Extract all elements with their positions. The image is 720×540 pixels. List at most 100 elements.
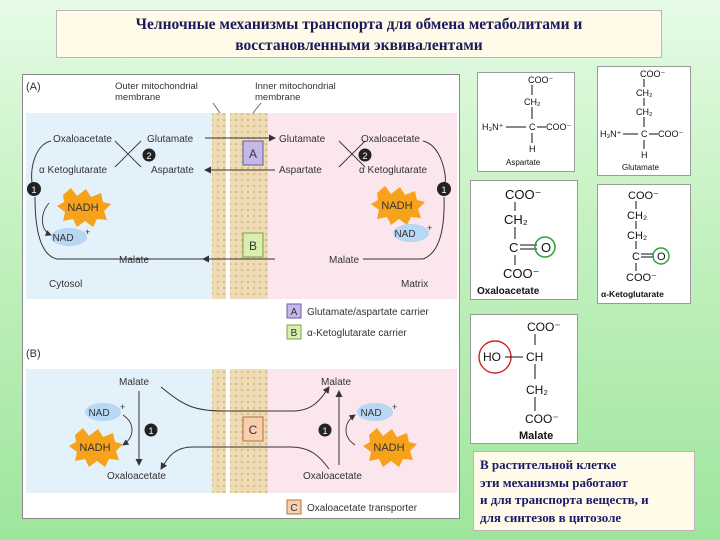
malate-left: Malate — [119, 255, 149, 266]
malate-left-b: Malate — [119, 377, 149, 388]
glutamate-ch2-a: CH₂ — [636, 88, 653, 98]
aspartate-coo-top: COO⁻ — [528, 75, 554, 85]
ketoglutarate-left: α Ketoglutarate — [39, 165, 107, 176]
aspartate-h: H — [529, 144, 536, 154]
note-line-2: эти механизмы работают — [480, 474, 628, 490]
slide-title: Челночные механизмы транспорта для обмен… — [56, 10, 662, 58]
malate-ch2: CH₂ — [526, 383, 548, 397]
step-1-marker-b-left-number: 1 — [148, 426, 153, 436]
cytosol-label: Cytosol — [49, 279, 82, 290]
inner-membrane-label-1: Inner mitochondrial — [255, 81, 336, 92]
malate-ho: HO — [483, 350, 501, 364]
malate-coo-top: COO⁻ — [527, 320, 561, 334]
panel-a-label: (A) — [26, 81, 41, 93]
ketoglutarate-right: α Ketoglutarate — [359, 165, 427, 176]
legend-b-text: α-Ketoglutarate carrier — [307, 328, 407, 339]
nadh-right: NADH — [381, 200, 412, 212]
legend-key-a-label: A — [291, 307, 298, 318]
oxaloacetate-left: Oxaloacetate — [53, 134, 112, 145]
legend-key-b-label: B — [291, 328, 298, 339]
glutamate-coo-top: COO⁻ — [640, 69, 666, 79]
aspartate-ch2: CH₂ — [524, 97, 541, 107]
nad-right-plus: + — [427, 223, 432, 233]
title-line-1: Челночные механизмы транспорта для обмен… — [135, 16, 583, 33]
outer-membrane-a — [212, 113, 226, 299]
oxaloacetate-ch2: CH₂ — [504, 212, 528, 227]
step-2-marker-right-number: 2 — [362, 151, 367, 161]
matrix-label: Matrix — [401, 279, 428, 290]
nad-b-right: NAD — [360, 408, 381, 419]
step-2-marker-right — [358, 148, 372, 162]
note-box: В растительной клетке эти механизмы рабо… — [473, 451, 695, 531]
step-1-marker-right-number: 1 — [441, 185, 446, 195]
nad-b-left-plus: + — [120, 402, 125, 412]
shuttle-diagram-svg: (A) Outer mitochondrial membrane Inner m… — [26, 81, 457, 515]
oxaloacetate-right-b: Oxaloacetate — [303, 471, 362, 482]
panel-b-label: (B) — [26, 348, 41, 360]
legend-key-c-label: C — [290, 503, 297, 514]
step-2-marker-left-number: 2 — [146, 151, 151, 161]
carrier-a-label: A — [249, 147, 257, 161]
nad-right: NAD — [394, 229, 415, 240]
nad-oval-left — [51, 228, 87, 246]
shuttle-diagram: (A) Outer mitochondrial membrane Inner m… — [22, 74, 460, 519]
note-line-3: и для транспорта веществ, и — [480, 492, 649, 507]
carrier-c — [242, 416, 264, 442]
note-line-1: В растительной клетке — [480, 457, 617, 472]
ketoglutarate-c: C — [632, 251, 640, 263]
oxaloacetate-name: Oxaloacetate — [477, 286, 540, 297]
matrix-region-a — [253, 113, 457, 299]
glutamate-coo-side: COO⁻ — [658, 129, 684, 139]
oxaloacetate-o: O — [541, 240, 551, 255]
glutamate-left: Glutamate — [147, 134, 194, 145]
aspartate-structure: COO⁻ CH₂ H₃N⁺ C COO⁻ H Aspartate — [477, 72, 575, 172]
nad-oval-b-left — [85, 403, 121, 421]
ketoglutarate-coo-top: COO⁻ — [628, 190, 659, 202]
glutamate-h3n: H₃N⁺ — [600, 129, 622, 139]
inner-membrane-label-2: membrane — [255, 92, 300, 103]
nadh-b-right: NADH — [373, 442, 404, 454]
aspartate-name: Aspartate — [506, 158, 541, 167]
cytosol-region-b — [26, 369, 226, 493]
ketoglutarate-ch2-a: CH₂ — [627, 210, 647, 222]
malate-name: Malate — [519, 430, 553, 442]
aspartate-right: Aspartate — [279, 165, 322, 176]
carrier-a — [242, 140, 264, 166]
step-1-marker-left — [27, 182, 41, 196]
aspartate-coo-side: COO⁻ — [546, 122, 572, 132]
glutamate-name: Glutamate — [622, 163, 659, 172]
nadh-left: NADH — [67, 202, 98, 214]
glutamate-h: H — [641, 150, 648, 160]
nad-oval-b-right — [357, 403, 393, 421]
step-1-marker-b-right-number: 1 — [322, 426, 327, 436]
glutamate-structure: COO⁻ CH₂ CH₂ H₃N⁺ C COO⁻ H Glutamate — [597, 66, 691, 176]
nadh-star-left — [57, 188, 111, 227]
legend-a-text: Glutamate/aspartate carrier — [307, 307, 429, 318]
nad-left-plus: + — [85, 227, 90, 237]
malate-right-b: Malate — [321, 377, 351, 388]
step-1-marker-b-left — [144, 423, 158, 437]
outer-membrane-label-2: membrane — [115, 92, 160, 103]
carrier-c-label: C — [249, 423, 258, 437]
step-1-marker-right — [437, 182, 451, 196]
glutamate-ch2-b: CH₂ — [636, 107, 653, 117]
oxaloacetate-right: Oxaloacetate — [361, 134, 420, 145]
malate-right: Malate — [329, 255, 359, 266]
malate-ch: CH — [526, 350, 543, 364]
oxaloacetate-coo-top: COO⁻ — [505, 187, 541, 202]
ketoglutarate-carbonyl-highlight — [652, 247, 670, 265]
ketoglutarate-coo-bottom: COO⁻ — [626, 272, 657, 284]
glutamate-c: C — [641, 129, 648, 139]
note-line-4: для синтезов в цитозоле — [480, 509, 622, 525]
step-1-marker-b-right — [318, 423, 332, 437]
oxaloacetate-c: C — [509, 240, 518, 255]
glutamate-right: Glutamate — [279, 134, 326, 145]
malate-coo-bottom: COO⁻ — [525, 412, 559, 426]
legend-key-b — [286, 324, 302, 340]
nad-b-left: NAD — [88, 408, 109, 419]
nad-b-right-plus: + — [392, 402, 397, 412]
ketoglutarate-name: α-Ketoglutarate — [601, 289, 664, 299]
oxaloacetate-carbonyl-highlight — [534, 236, 556, 258]
malate-structure: COO⁻ HO CH CH₂ COO⁻ Malate — [470, 314, 578, 444]
nadh-star-b-left — [69, 428, 123, 467]
